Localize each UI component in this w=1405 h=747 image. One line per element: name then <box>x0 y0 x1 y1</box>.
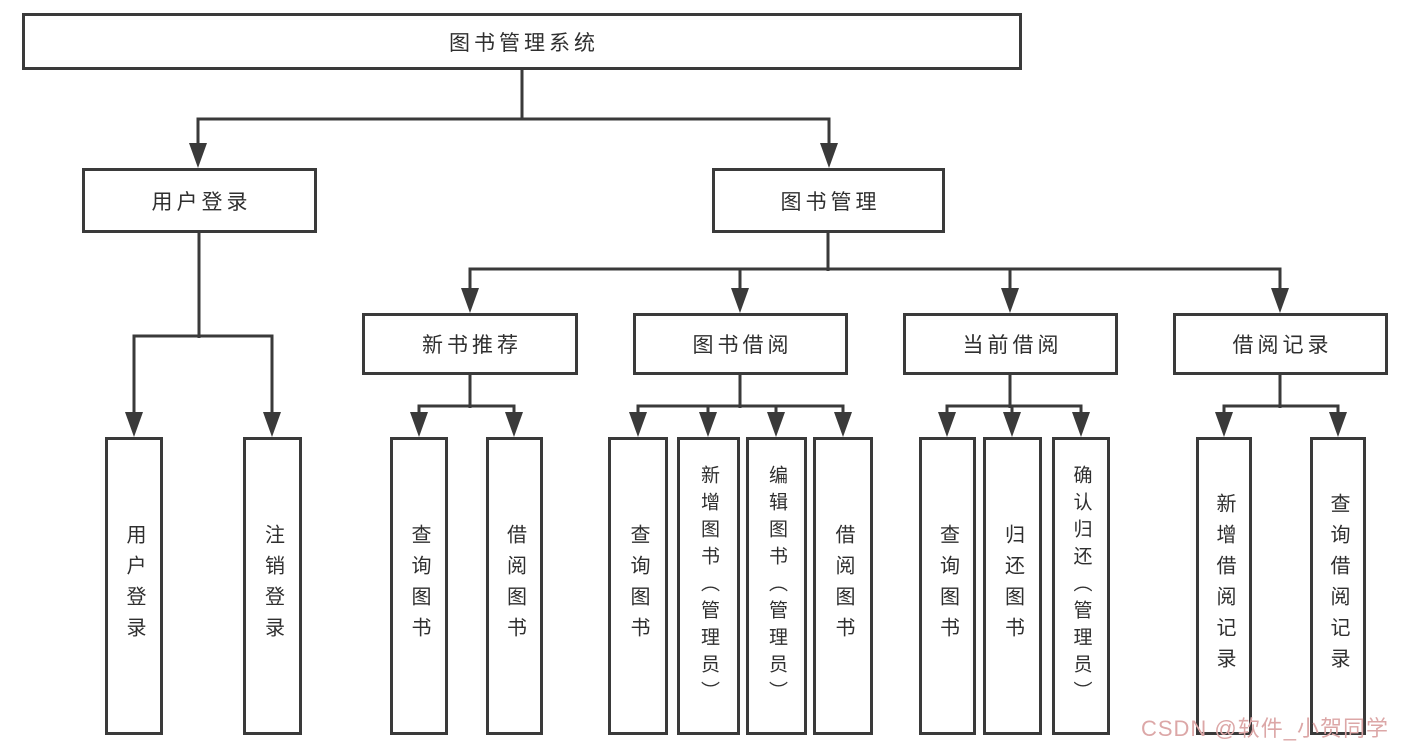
connector-line <box>945 404 1083 414</box>
node-book-borrow: 图书借阅 <box>633 313 848 375</box>
leaf-borrow-books-borrow: 借阅图书 <box>813 437 873 735</box>
leaf-add-book-admin: 新增图书（管理员） <box>677 437 740 735</box>
node-book-management: 图书管理 <box>712 168 945 233</box>
leaf-user-login: 用户登录 <box>105 437 163 735</box>
arrow-down-icon <box>505 412 523 437</box>
node-user-login: 用户登录 <box>82 168 317 233</box>
leaf-borrow-books-recommend-label: 借阅图书 <box>503 524 526 648</box>
arrow-down-icon <box>767 412 785 437</box>
arrow-down-icon <box>125 412 143 437</box>
node-current-borrow: 当前借阅 <box>903 313 1118 375</box>
connector-line <box>636 404 845 414</box>
leaf-add-book-admin-label: 新增图书（管理员） <box>698 464 719 708</box>
leaf-query-books-current: 查询图书 <box>919 437 976 735</box>
leaf-logout: 注销登录 <box>243 437 302 735</box>
node-root: 图书管理系统 <box>22 13 1022 70</box>
node-root-label: 图书管理系统 <box>449 31 599 55</box>
arrow-down-icon <box>461 288 479 313</box>
leaf-query-books-borrow-label: 查询图书 <box>627 524 649 648</box>
leaf-query-borrow-record: 查询借阅记录 <box>1310 437 1366 735</box>
leaf-query-borrow-record-label: 查询借阅记录 <box>1327 493 1349 679</box>
arrow-down-icon <box>1003 412 1021 437</box>
arrow-down-icon <box>189 143 207 168</box>
leaf-confirm-return-admin: 确认归还（管理员） <box>1052 437 1110 735</box>
leaf-query-books-recommend-label: 查询图书 <box>408 524 430 648</box>
leaf-query-books-borrow: 查询图书 <box>608 437 668 735</box>
arrow-down-icon <box>938 412 956 437</box>
leaf-query-books-recommend: 查询图书 <box>390 437 448 735</box>
arrow-down-icon <box>1271 288 1289 313</box>
leaf-edit-book-admin-label: 编辑图书（管理员） <box>766 464 787 708</box>
leaf-edit-book-admin: 编辑图书（管理员） <box>746 437 807 735</box>
arrow-down-icon <box>834 412 852 437</box>
arrow-down-icon <box>699 412 717 437</box>
node-new-book-recommend-label: 新书推荐 <box>422 334 522 357</box>
connector-line <box>417 404 516 414</box>
node-book-borrow-label: 图书借阅 <box>692 334 793 357</box>
leaf-user-login-label: 用户登录 <box>123 524 145 648</box>
node-user-login-label: 用户登录 <box>151 190 252 214</box>
connector-line <box>468 267 1282 291</box>
node-new-book-recommend: 新书推荐 <box>362 313 578 375</box>
arrow-down-icon <box>1329 412 1347 437</box>
arrow-down-icon <box>263 412 281 437</box>
connector-line <box>1222 404 1340 414</box>
csdn-watermark: CSDN @软件_小贺同学 <box>1140 716 1389 741</box>
arrow-down-icon <box>1215 412 1233 437</box>
node-book-management-label: 图书管理 <box>780 190 881 214</box>
leaf-return-books-label: 归还图书 <box>1001 524 1024 648</box>
leaf-return-books: 归还图书 <box>983 437 1042 735</box>
leaf-confirm-return-admin-label: 确认归还（管理员） <box>1070 464 1092 708</box>
leaf-borrow-books-borrow-label: 借阅图书 <box>832 524 854 648</box>
leaf-query-books-current-label: 查询图书 <box>936 524 959 648</box>
arrow-down-icon <box>820 143 838 168</box>
leaf-borrow-books-recommend: 借阅图书 <box>486 437 543 735</box>
arrow-down-icon <box>410 412 428 437</box>
node-borrow-records-label: 借阅记录 <box>1232 334 1333 357</box>
leaf-add-borrow-record: 新增借阅记录 <box>1196 437 1252 735</box>
connector-line <box>196 117 831 147</box>
node-borrow-records: 借阅记录 <box>1173 313 1388 375</box>
arrow-down-icon <box>629 412 647 437</box>
connector-line <box>132 334 274 414</box>
node-current-borrow-label: 当前借阅 <box>962 334 1063 357</box>
arrow-down-icon <box>731 288 749 313</box>
leaf-logout-label: 注销登录 <box>261 524 284 648</box>
arrow-down-icon <box>1001 288 1019 313</box>
arrow-down-icon <box>1072 412 1090 437</box>
leaf-add-borrow-record-label: 新增借阅记录 <box>1213 493 1235 679</box>
